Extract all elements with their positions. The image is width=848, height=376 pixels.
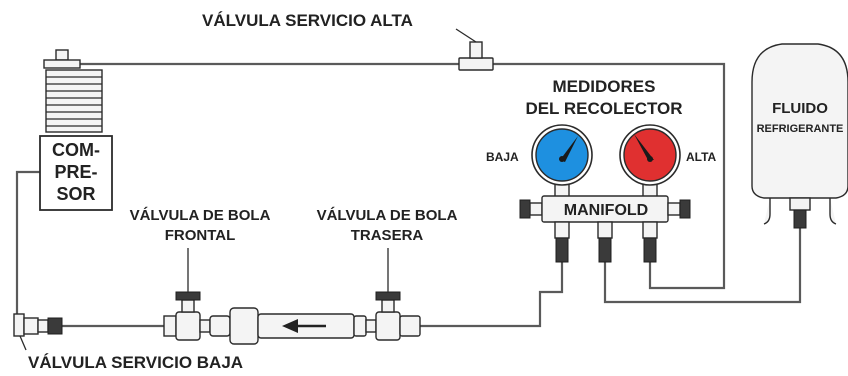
front-ball-valve: VÁLVULA DE BOLA FRONTAL <box>130 207 271 341</box>
compressor-label-1: COM- <box>52 140 100 160</box>
manifold-label: MANIFOLD <box>564 202 648 219</box>
fluid-label-1: FLUIDO <box>772 100 828 117</box>
manifold-ports <box>554 221 658 263</box>
rear-ball-valve: VÁLVULA DE BOLA TRASERA <box>317 207 458 341</box>
arrow-left-icon <box>282 319 326 333</box>
compressor-label-2: PRE- <box>54 162 97 182</box>
pipe-network <box>15 62 802 328</box>
rear-valve-label-1: VÁLVULA DE BOLA <box>317 207 458 224</box>
gauge-low-label: BAJA <box>486 150 519 164</box>
fluid-label-2: REFRIGERANTE <box>757 123 844 135</box>
front-valve-label-1: VÁLVULA DE BOLA <box>130 207 271 224</box>
gauge-high-label: ALTA <box>686 150 717 164</box>
high-pressure-gauge <box>619 124 681 199</box>
compressor: COM- PRE- SOR <box>39 49 113 211</box>
high-service-valve-label: VÁLVULA SERVICIO ALTA <box>202 11 413 30</box>
low-pressure-gauge <box>531 124 593 199</box>
gauges-title-1: MEDIDORES <box>553 77 656 96</box>
compressor-suction-line <box>15 170 40 322</box>
front-valve-label-2: FRONTAL <box>165 227 236 244</box>
compressor-fins <box>45 69 103 133</box>
low-gauge-dial <box>535 128 589 182</box>
center-hose-line <box>603 228 802 304</box>
low-side-line-2 <box>420 262 564 328</box>
refrigerant-cylinder: FLUIDO REFRIGERANTE <box>751 43 848 229</box>
manifold-gauges: MEDIDORES DEL RECOLECTOR BAJA ALTA MANIF… <box>486 77 717 263</box>
gauges-title-2: DEL RECOLECTOR <box>525 99 682 118</box>
rear-valve-label-2: TRASERA <box>351 227 424 244</box>
low-service-valve-label: VÁLVULA SERVICIO BAJA <box>28 353 243 372</box>
high-service-valve: VÁLVULA SERVICIO ALTA <box>202 11 494 71</box>
compressor-label-3: SOR <box>56 184 95 204</box>
low-service-valve: VÁLVULA SERVICIO BAJA <box>13 313 243 372</box>
filter-assembly <box>209 307 367 345</box>
high-side-line <box>73 62 726 290</box>
